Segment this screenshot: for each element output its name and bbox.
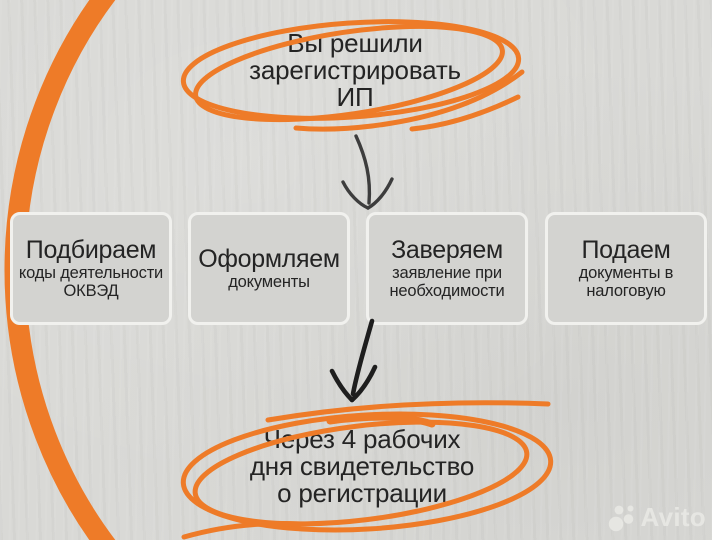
end-bubble: Через 4 рабочих дня свидетельство о реги…: [182, 426, 542, 507]
step-title: Подбираем: [25, 236, 157, 264]
step-card-documents: Оформляем документы: [188, 212, 350, 325]
end-bubble-line: дня свидетельство: [249, 451, 475, 481]
arrow-steps-to-end: [329, 318, 378, 403]
step-title: Оформляем: [198, 245, 340, 273]
avito-watermark: Avito: [606, 502, 706, 532]
step-title: Заверяем: [391, 236, 503, 264]
step-subtitle-line: заявление при: [392, 264, 502, 282]
step-subtitle-line: налоговую: [586, 282, 666, 300]
end-bubble-line: о регистрации: [277, 478, 447, 508]
step-subtitle-line: коды деятельности: [18, 264, 164, 282]
step-card-notarize: Заверяем заявление при необходимости: [366, 212, 528, 325]
start-bubble-line: ИП: [336, 82, 374, 112]
watermark-brand-text: Avito: [640, 502, 706, 532]
arrow-start-to-steps: [341, 134, 394, 210]
end-bubble-line: Через 4 рабочих: [263, 424, 461, 454]
step-title: Подаем: [581, 236, 671, 264]
step-subtitle-line: ОКВЭД: [63, 282, 119, 300]
start-bubble-line: зарегистрировать: [249, 55, 461, 85]
step-subtitle-line: документы: [228, 273, 310, 291]
step-subtitle-line: документы в: [578, 264, 674, 282]
step-card-submit: Подаем документы в налоговую: [545, 212, 707, 325]
step-card-okved: Подбираем коды деятельности ОКВЭД: [10, 212, 172, 325]
step-subtitle-line: необходимости: [389, 282, 505, 300]
start-bubble: Вы решили зарегистрировать ИП: [175, 30, 535, 111]
start-bubble-line: Вы решили: [287, 28, 423, 58]
avito-logo-icon: [609, 505, 634, 531]
